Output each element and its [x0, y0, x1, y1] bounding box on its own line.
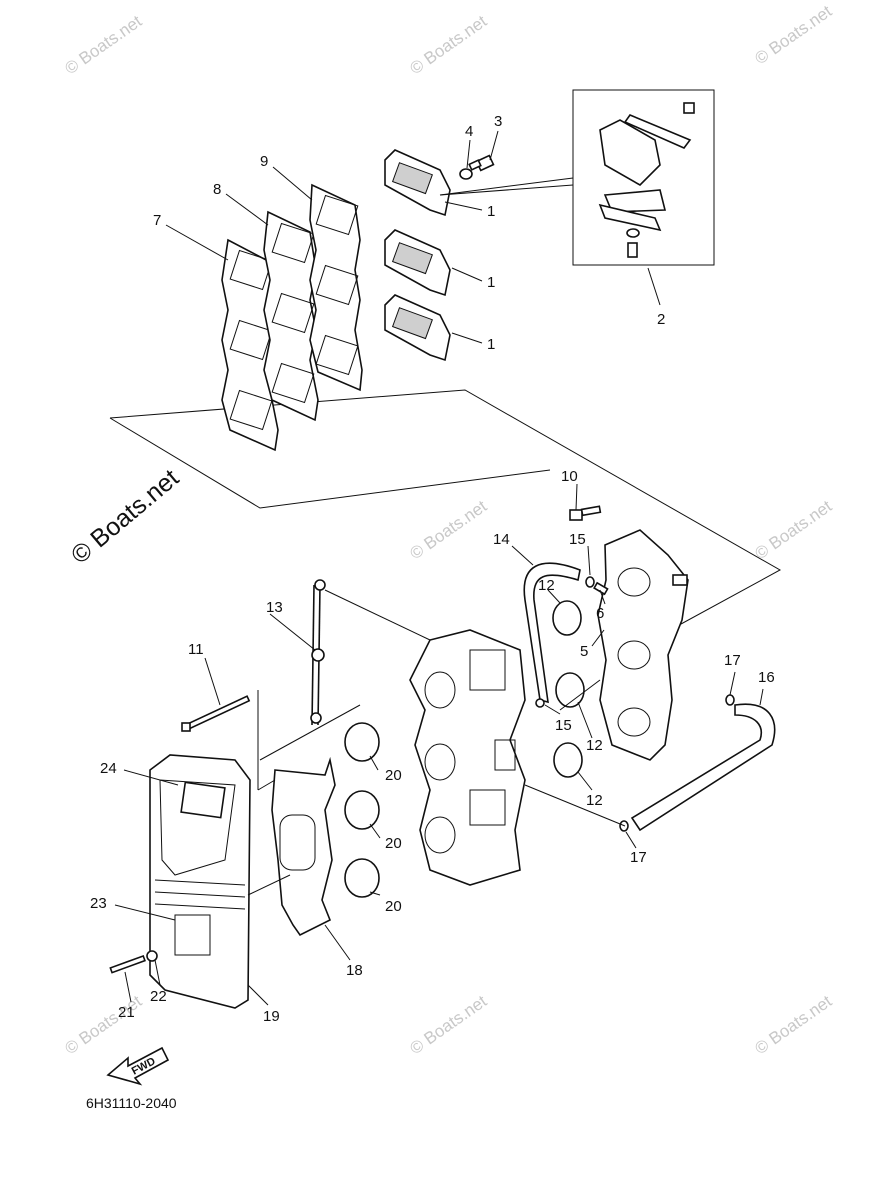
- callout-18: 18: [346, 962, 363, 979]
- callout-14: 14: [493, 531, 510, 548]
- callout-17: 17: [724, 652, 741, 669]
- callout-12: 12: [538, 577, 555, 594]
- callout-15: 15: [555, 717, 572, 734]
- o-ring-20-b: [344, 790, 380, 830]
- callout-7: 7: [153, 212, 161, 229]
- o-ring-20-c: [344, 858, 380, 898]
- callout-12: 12: [586, 792, 603, 809]
- intake-manifold-5: [597, 529, 689, 761]
- callout-8: 8: [213, 181, 221, 198]
- callout-11: 11: [188, 641, 204, 658]
- washer-22: [146, 950, 158, 962]
- watermark-large: © Boats.net: [66, 464, 184, 570]
- screw-3: [468, 154, 495, 172]
- callout-5: 5: [580, 643, 588, 660]
- callout-10: 10: [561, 468, 578, 485]
- gasket-18-opening: [279, 814, 316, 871]
- reed-valve-1-bottom: [384, 294, 451, 362]
- hose-16: [630, 703, 776, 832]
- callout-1: 1: [487, 274, 495, 291]
- gasket-9: [309, 183, 363, 392]
- callout-20: 20: [385, 835, 402, 852]
- reed-valve-detail-box-2: [439, 89, 715, 266]
- callout-3: 3: [494, 113, 502, 130]
- o-ring-12-a: [552, 600, 582, 636]
- gasket-18: [271, 756, 336, 937]
- bolt-10: [569, 505, 602, 521]
- o-ring-12-c: [553, 742, 583, 778]
- o-ring-20-a: [344, 722, 380, 762]
- gasket-8: [263, 210, 319, 422]
- watermark: © Boats.net: [61, 991, 145, 1058]
- callout-19: 19: [263, 1008, 280, 1025]
- fwd-label: FWD: [130, 1055, 158, 1077]
- callout-12: 12: [586, 737, 603, 754]
- callout-1: 1: [487, 203, 495, 220]
- watermark: © Boats.net: [406, 11, 490, 78]
- carburetor-assembly: [409, 629, 526, 886]
- bolt-21: [109, 954, 146, 974]
- callout-21: 21: [118, 1004, 135, 1021]
- bolt-11: [181, 695, 251, 732]
- callout-23: 23: [90, 895, 107, 912]
- watermark: © Boats.net: [406, 991, 490, 1058]
- o-ring-12-b: [555, 672, 585, 708]
- clamp-17-top: [725, 694, 735, 706]
- callout-16: 16: [758, 669, 775, 686]
- watermark: © Boats.net: [61, 11, 145, 78]
- watermark: © Boats.net: [751, 496, 835, 563]
- reed-valve-1-middle: [384, 229, 451, 297]
- fwd-arrow-icon: FWD: [106, 1046, 170, 1086]
- watermark: © Boats.net: [751, 1, 835, 68]
- callout-13: 13: [266, 599, 283, 616]
- watermark: © Boats.net: [751, 991, 835, 1058]
- reed-valve-1-top: [384, 149, 451, 217]
- leader-lines: [114, 130, 764, 1006]
- callout-4: 4: [465, 123, 473, 140]
- reference-code: 6H31110-2040: [86, 1095, 177, 1111]
- callout-20: 20: [385, 898, 402, 915]
- callout-9: 9: [260, 153, 268, 170]
- callout-24: 24: [100, 760, 117, 777]
- callout-2: 2: [657, 311, 665, 328]
- callout-labels: 1 1 1 2 3 4 5 6 7 8 9 10 11 12 12 12 13 …: [90, 113, 775, 1025]
- clamp-15-top: [585, 576, 595, 588]
- callout-1: 1: [487, 336, 495, 353]
- clamp-15-bottom: [535, 698, 545, 708]
- pin-6: [593, 581, 609, 596]
- washer-4: [459, 168, 473, 180]
- callout-6: 6: [596, 605, 604, 622]
- link-rod-13: [310, 579, 326, 726]
- plate-23: [174, 914, 211, 956]
- callout-20: 20: [385, 767, 402, 784]
- callout-15: 15: [569, 531, 586, 548]
- silencer-cover-19: [149, 754, 251, 1009]
- callout-22: 22: [150, 988, 167, 1005]
- label-plate-24: [180, 781, 226, 819]
- callout-17: 17: [630, 849, 647, 866]
- watermark: © Boats.net: [406, 496, 490, 563]
